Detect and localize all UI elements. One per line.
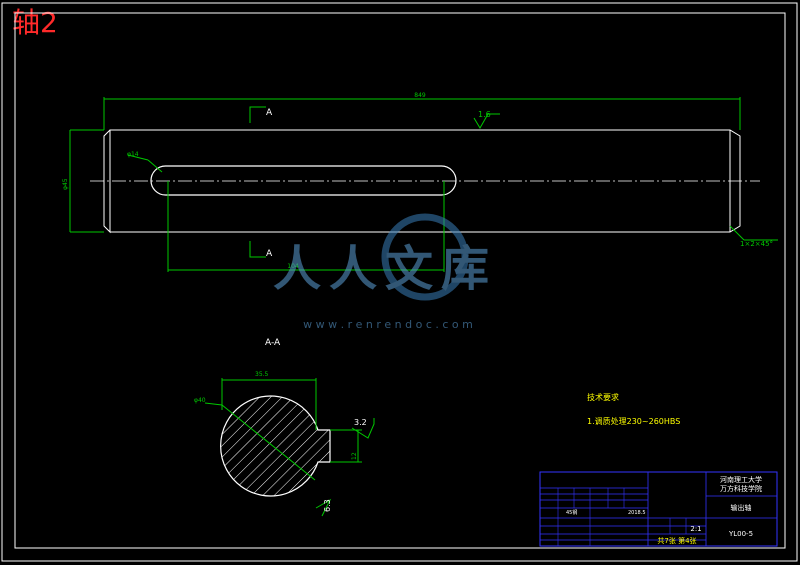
part-name: 输出轴 (731, 503, 752, 512)
shaft-view: 849 φ45 φ14 104 1.6 1×2×45° A A (62, 92, 778, 272)
roughness-bottom-value: 6.3 (323, 499, 332, 512)
section-view: A-A φ40 35.5 12 3.2 6.3 (194, 338, 375, 517)
drawing-number: YL00-5 (728, 530, 753, 538)
section-mark-bottom: A (266, 249, 273, 259)
tech-req-heading: 技术要求 (587, 392, 619, 402)
roughness-symbol-right (351, 418, 375, 439)
section-hatch (220, 396, 330, 497)
material-value: 45钢 (566, 509, 577, 516)
sheet-count: 共7张 第4张 (657, 536, 696, 545)
watermark: 人人文库 w w w . r e n r e n d o c . c o m (273, 213, 497, 331)
keyway-length-dim: 104 (287, 263, 299, 270)
overall-length-dim: 849 (414, 92, 426, 99)
section-outline (220, 395, 331, 497)
section-diameter-dim: φ40 (194, 397, 206, 404)
date-value: 2018.5 (628, 510, 646, 516)
chamfer-dim: 1×2×45° (740, 240, 773, 248)
school-line-2: 万方科技学院 (720, 484, 762, 493)
roughness-symbol-bottom (315, 498, 332, 517)
roughness-top-value: 1.6 (478, 110, 491, 119)
tech-req-item1: 1.调质处理230~260HBS (587, 416, 680, 426)
title-block: 河南理工大学 万方科技学院 输出轴 YL00-5 2:1 共7张 第4张 45钢… (539, 471, 778, 547)
watermark-url: w w w . r e n r e n d o c . c o m (303, 318, 473, 331)
left-diameter-dim: φ45 (62, 178, 69, 190)
school-line-1: 河南理工大学 (720, 475, 762, 484)
watermark-logo-circle (381, 213, 469, 301)
section-label: A-A (265, 338, 281, 348)
scale-value: 2:1 (690, 525, 701, 533)
roughness-symbol-top (473, 113, 500, 129)
watermark-brand: 人人文库 (273, 241, 497, 297)
keyway-width-dim: φ14 (127, 151, 139, 158)
section-depth-dim: 35.5 (255, 371, 269, 378)
roughness-right-value: 3.2 (354, 418, 367, 427)
section-mark-top: A (266, 108, 273, 118)
keyway-slot (150, 165, 457, 196)
section-keyway-dim: 12 (351, 452, 358, 460)
inner-border (14, 12, 786, 549)
